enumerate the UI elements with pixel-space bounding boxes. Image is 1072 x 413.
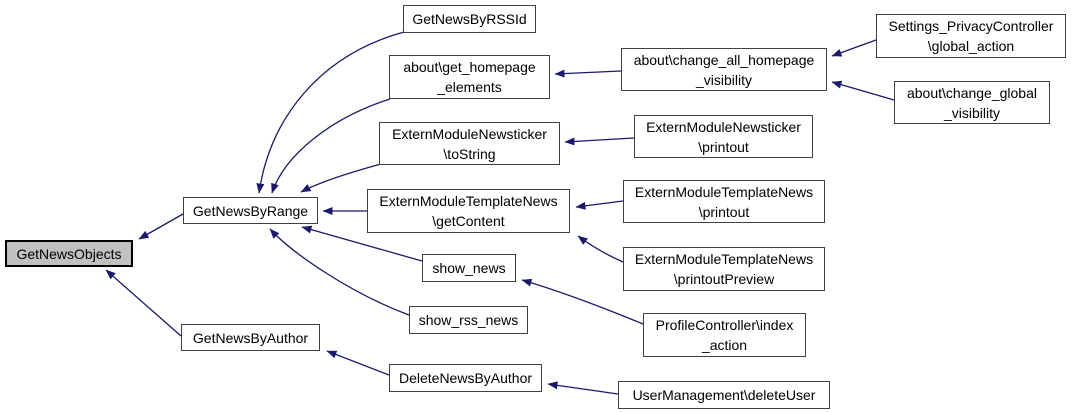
edge-ExternModuleTemplateNews_printoutPreview-ExternModuleTemplateNews_getContent: [577, 235, 624, 263]
edge-UserManagement_deleteUser-DeleteNewsByAuthor: [547, 381, 619, 395]
edge-show_rss_news-GetNewsByRange: [269, 228, 410, 316]
node-GetNewsByRSSId[interactable]: GetNewsByRSSId: [403, 5, 536, 33]
edge-Settings_PrivacyController_global_action-about_change_all_homepage_visibility: [831, 39, 877, 57]
edge-GetNewsByAuthor-GetNewsObjects: [105, 269, 182, 337]
node-externmoduletemplatenews-getcontent[interactable]: ExternModuleTemplateNews \getContent: [367, 189, 570, 233]
edge-DeleteNewsByAuthor-GetNewsByAuthor: [326, 350, 390, 376]
edge-ExternModuleNewsticker_toString-GetNewsByRange: [300, 163, 382, 193]
edge-ExternModuleNewsticker_printout-ExternModuleNewsticker_toString: [564, 137, 635, 146]
node-GetNewsByAuthor[interactable]: GetNewsByAuthor: [181, 324, 320, 351]
edge-about_change_all_homepage_visibility-about_get_homepage_elements: [554, 69, 622, 78]
node-externmoduletemplatenews-printoutpreview[interactable]: ExternModuleTemplateNews \printoutPrevie…: [623, 247, 825, 291]
node-deletenewsbyauthor[interactable]: DeleteNewsByAuthor: [389, 364, 542, 392]
edge-GetNewsByRange-GetNewsObjects: [138, 213, 184, 240]
node-externmoduletemplatenews-printout[interactable]: ExternModuleTemplateNews \printout: [623, 180, 825, 223]
node-externmodulenewsticker-tostring[interactable]: ExternModuleNewsticker \toString: [379, 122, 560, 165]
node-settings-privacycontroller-global-action[interactable]: Settings_PrivacyController \global_actio…: [876, 14, 1066, 58]
edge-GetNewsByRSSId-GetNewsByRange: [256, 31, 405, 194]
node-externmodulenewsticker-printout[interactable]: ExternModuleNewsticker \printout: [634, 115, 813, 158]
node-profilecontroller-index-action[interactable]: ProfileController\index _action: [643, 313, 806, 357]
node-about-get-homepage-elements[interactable]: about\get_homepage _elements: [389, 55, 550, 99]
node-GetNewsObjects: GetNewsObjects: [5, 240, 133, 267]
node-show-rss-news[interactable]: show_rss_news: [409, 306, 528, 334]
node-about-change-global-visibility[interactable]: about\change_global _visibility: [894, 81, 1050, 124]
node-show-news[interactable]: show_news: [422, 254, 516, 282]
node-GetNewsByRange[interactable]: GetNewsByRange: [183, 197, 318, 224]
node-usermanagement-deleteuser[interactable]: UserManagement\deleteUser: [618, 381, 830, 409]
edge-ExternModuleTemplateNews_printout-ExternModuleTemplateNews_getContent: [575, 200, 624, 210]
node-about-change-all-homepage-visibility[interactable]: about\change_all_homepage _visibility: [621, 48, 827, 91]
edge-about_get_homepage_elements-GetNewsByRange: [271, 98, 391, 194]
edge-about_change_global_visibility-about_change_all_homepage_visibility: [831, 80, 895, 101]
